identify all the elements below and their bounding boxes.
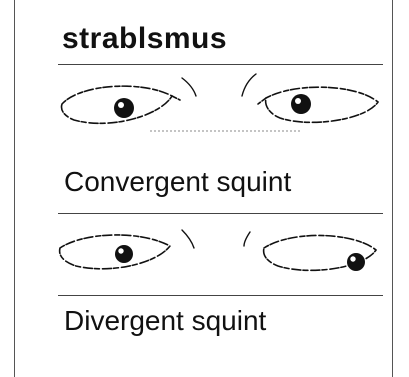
- bottom-divider: [58, 295, 383, 296]
- middle-divider: [58, 213, 383, 214]
- frame-right-border: [392, 0, 393, 377]
- divergent-squint-illustration: [58, 229, 378, 272]
- left-eye-outline: [60, 85, 174, 124]
- right-eye-corner: [257, 97, 267, 105]
- nose-left-stroke: [181, 229, 195, 249]
- right-pupil: [347, 253, 365, 271]
- right-pupil: [291, 94, 311, 114]
- left-pupil-highlight: [118, 102, 124, 108]
- frame-left-border: [14, 0, 15, 377]
- right-pupil-highlight: [295, 98, 301, 104]
- title-divider: [58, 64, 383, 65]
- nose-right-stroke: [243, 231, 251, 247]
- left-pupil-highlight: [118, 248, 124, 254]
- left-pupil: [114, 98, 134, 118]
- convergent-squint-illustration: [60, 73, 380, 132]
- left-eye-corner: [171, 95, 181, 101]
- right-eye-outline: [264, 86, 380, 124]
- convergent-squint-caption: Convergent squint: [64, 166, 292, 197]
- diagram-title: strablsmus: [62, 22, 228, 55]
- divergent-squint-caption: Divergent squint: [64, 305, 267, 336]
- nose-left-stroke: [181, 77, 197, 97]
- right-pupil-highlight: [350, 256, 356, 262]
- left-pupil: [115, 245, 133, 263]
- nose-right-stroke: [241, 73, 257, 97]
- left-eye-outline: [58, 234, 172, 270]
